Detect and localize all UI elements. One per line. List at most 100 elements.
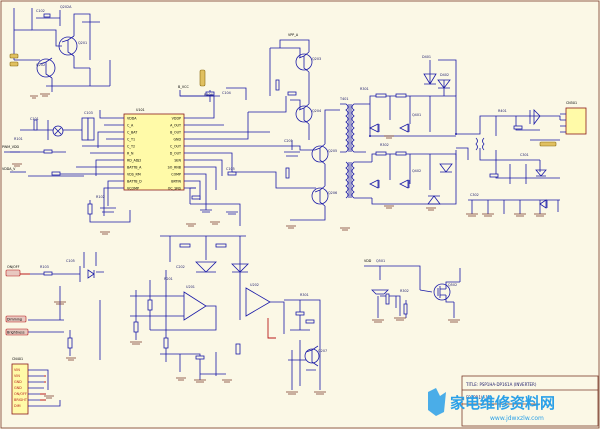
- cn401-pin-labels: VIN VIN GND GND ON/OFF BRIGHT DIM: [14, 368, 28, 408]
- signal-onoff-label: ON/OFF: [7, 265, 20, 269]
- ic-right-network: R104 C104 C105: [179, 87, 249, 227]
- opamp-section: U201 U202 R201 C202: [130, 235, 285, 383]
- ic-right-pin-7: SO_RNB: [168, 166, 182, 170]
- svg-text:U201: U201: [186, 285, 195, 289]
- ic-left-pin-8: VDS_RM: [127, 173, 141, 177]
- svg-text:Q204: Q204: [312, 109, 321, 113]
- ic-right-pin-5: D_OUT: [170, 152, 182, 156]
- led-indicator-right: [539, 141, 557, 147]
- ic-left-pin-4: C_T2: [127, 145, 135, 149]
- svg-text:R302: R302: [400, 289, 409, 293]
- signal-brightness-label: Brightness: [7, 331, 25, 335]
- signal-dimming-label: Dimming: [7, 318, 22, 322]
- svg-text:Q201: Q201: [78, 41, 87, 45]
- svg-text:C104: C104: [222, 91, 231, 95]
- svg-text:Q502: Q502: [448, 283, 457, 287]
- left-lower-signals: R103 C105: [28, 252, 104, 361]
- svg-text:C301: C301: [520, 153, 529, 157]
- ic-left-network: R101 C101 C103 R102: [10, 110, 131, 235]
- cn401-pin-2: GND: [14, 380, 22, 384]
- signal-flag-onoff: ON/OFF: [5, 265, 30, 277]
- svg-text:Q202: Q202: [36, 63, 45, 67]
- feedback-network: R301 Q207: [267, 293, 327, 395]
- svg-text:Q203: Q203: [312, 57, 321, 61]
- svg-text:Q202A: Q202A: [60, 5, 72, 9]
- svg-text:R102: R102: [96, 195, 105, 199]
- cn401-pin-4: ON/OFF: [14, 392, 27, 396]
- svg-text:Q205: Q205: [328, 149, 337, 153]
- output-bridge-section: D401 D402 Q401 Q402 R301 R302: [360, 55, 469, 211]
- cn401-pin-0: VIN: [14, 368, 20, 372]
- svg-text:C105: C105: [226, 167, 235, 171]
- signal-vdd-label: VDD: [364, 259, 372, 263]
- ic-right-pin-3: GND: [173, 138, 181, 142]
- site-watermark: 家电维修资料网 www.jdwxzlw.com: [428, 388, 555, 422]
- svg-text:Q501: Q501: [376, 259, 385, 263]
- ic-left-pin-9: BATTB_D: [127, 180, 142, 184]
- svg-text:R101: R101: [14, 137, 23, 141]
- title-line-1: TITLE: PSP1HA-DP161A (INVERTER): [465, 382, 537, 387]
- ic-right-pin-8: COMP: [171, 173, 181, 177]
- ic-left-pin-7: BATTB_A: [127, 166, 142, 170]
- cn501-label: CN501: [566, 101, 577, 105]
- controller-ic: U101 VDDAC_AC_BATC_T1C_T2R_NRD_ADJ2BATTB…: [116, 108, 196, 191]
- svg-text:R104: R104: [204, 93, 213, 97]
- signal-bvcc-label: B_VCC: [178, 85, 189, 89]
- signal-flag-vdda: VDDA_V: [2, 167, 26, 173]
- ic-left-pin-6: RD_ADJ2: [127, 159, 141, 163]
- svg-text:T401: T401: [339, 97, 349, 101]
- driver-transistor-stage: Q203 Q204 Q205 Q206 C201: [232, 39, 350, 231]
- ic-right-pin-labels: VDDPA_OUTB_OUTGNDC_OUTD_OUTSENSO_RNBCOMP…: [168, 117, 182, 191]
- fuse-component: [199, 69, 206, 87]
- transformer-t501: [345, 161, 372, 199]
- svg-text:R301: R301: [360, 87, 369, 91]
- svg-text:C201: C201: [284, 139, 293, 143]
- svg-text:C102: C102: [36, 9, 45, 13]
- signal-flag-vdd: VDD: [364, 259, 372, 263]
- svg-text:R201: R201: [164, 277, 173, 281]
- signal-vdda-label: VDDA_V: [2, 167, 16, 171]
- ic-right-pin-2: B_OUT: [170, 131, 182, 135]
- cn401-label: CN401: [12, 357, 23, 361]
- ic-left-pin-0: VDDA: [127, 117, 137, 121]
- svg-text:R103: R103: [40, 265, 49, 269]
- title-block: TITLE: PSP1HA-DP161A (INVERTER) FP1PR1U-…: [461, 375, 599, 427]
- svg-text:C202: C202: [176, 265, 185, 269]
- svg-text:R401: R401: [498, 109, 507, 113]
- svg-text:Q207: Q207: [318, 349, 327, 353]
- transformer-t401: T401: [339, 97, 370, 153]
- svg-text:D401: D401: [422, 55, 431, 59]
- cn401-pin-5: BRIGHT: [14, 398, 28, 402]
- cn401-pin-1: VIN: [14, 374, 20, 378]
- signal-pwm-label: PWM_VDD: [2, 145, 20, 149]
- svg-text:Q206: Q206: [328, 191, 337, 195]
- protection-mosfet-block: Q501 Q502 R302: [364, 259, 461, 323]
- cn401-pin-3: GND: [14, 386, 22, 390]
- ic-right-pin-9: BRTIN: [171, 180, 181, 184]
- title-line-2: FP1PR1U-1P: [466, 395, 491, 400]
- signal-flag-brightness: Brightness: [5, 328, 29, 336]
- svg-text:C302: C302: [470, 193, 479, 197]
- svg-text:C105: C105: [66, 259, 75, 263]
- ic-left-pin-labels: VDDAC_AC_BATC_T1C_T2R_NRD_ADJ2BATTB_AVDS…: [127, 117, 142, 191]
- svg-text:R302: R302: [380, 143, 389, 147]
- ic-left-pin-2: C_BAT: [127, 131, 138, 135]
- svg-text:C101: C101: [30, 117, 39, 121]
- input-connector-cn401: CN401 VIN VIN GND GND ON/OFF BRIGHT DIM: [11, 357, 61, 415]
- output-stage-right: R401 C301 C302: [466, 109, 561, 217]
- input-transistor-group: C102 Q202A Q201 Q202: [13, 5, 111, 99]
- svg-text:Q402: Q402: [412, 169, 421, 173]
- cn401-pin-6: DIM: [14, 404, 21, 408]
- svg-text:D402: D402: [440, 73, 449, 77]
- ic-left-pin-5: R_N: [127, 152, 134, 156]
- ic-right-pin-0: VDDP: [172, 117, 181, 121]
- ic-left-pin-1: C_A: [127, 124, 134, 128]
- signal-vpp-label: VPP_A: [288, 33, 299, 37]
- ic-right-pin-10: OC_SNS: [168, 187, 181, 191]
- led-indicator-left: [9, 53, 19, 67]
- signal-flag-pwm: PWM_VDD: [2, 145, 20, 153]
- watermark-sub-text: www.jdwxzlw.com: [490, 415, 544, 422]
